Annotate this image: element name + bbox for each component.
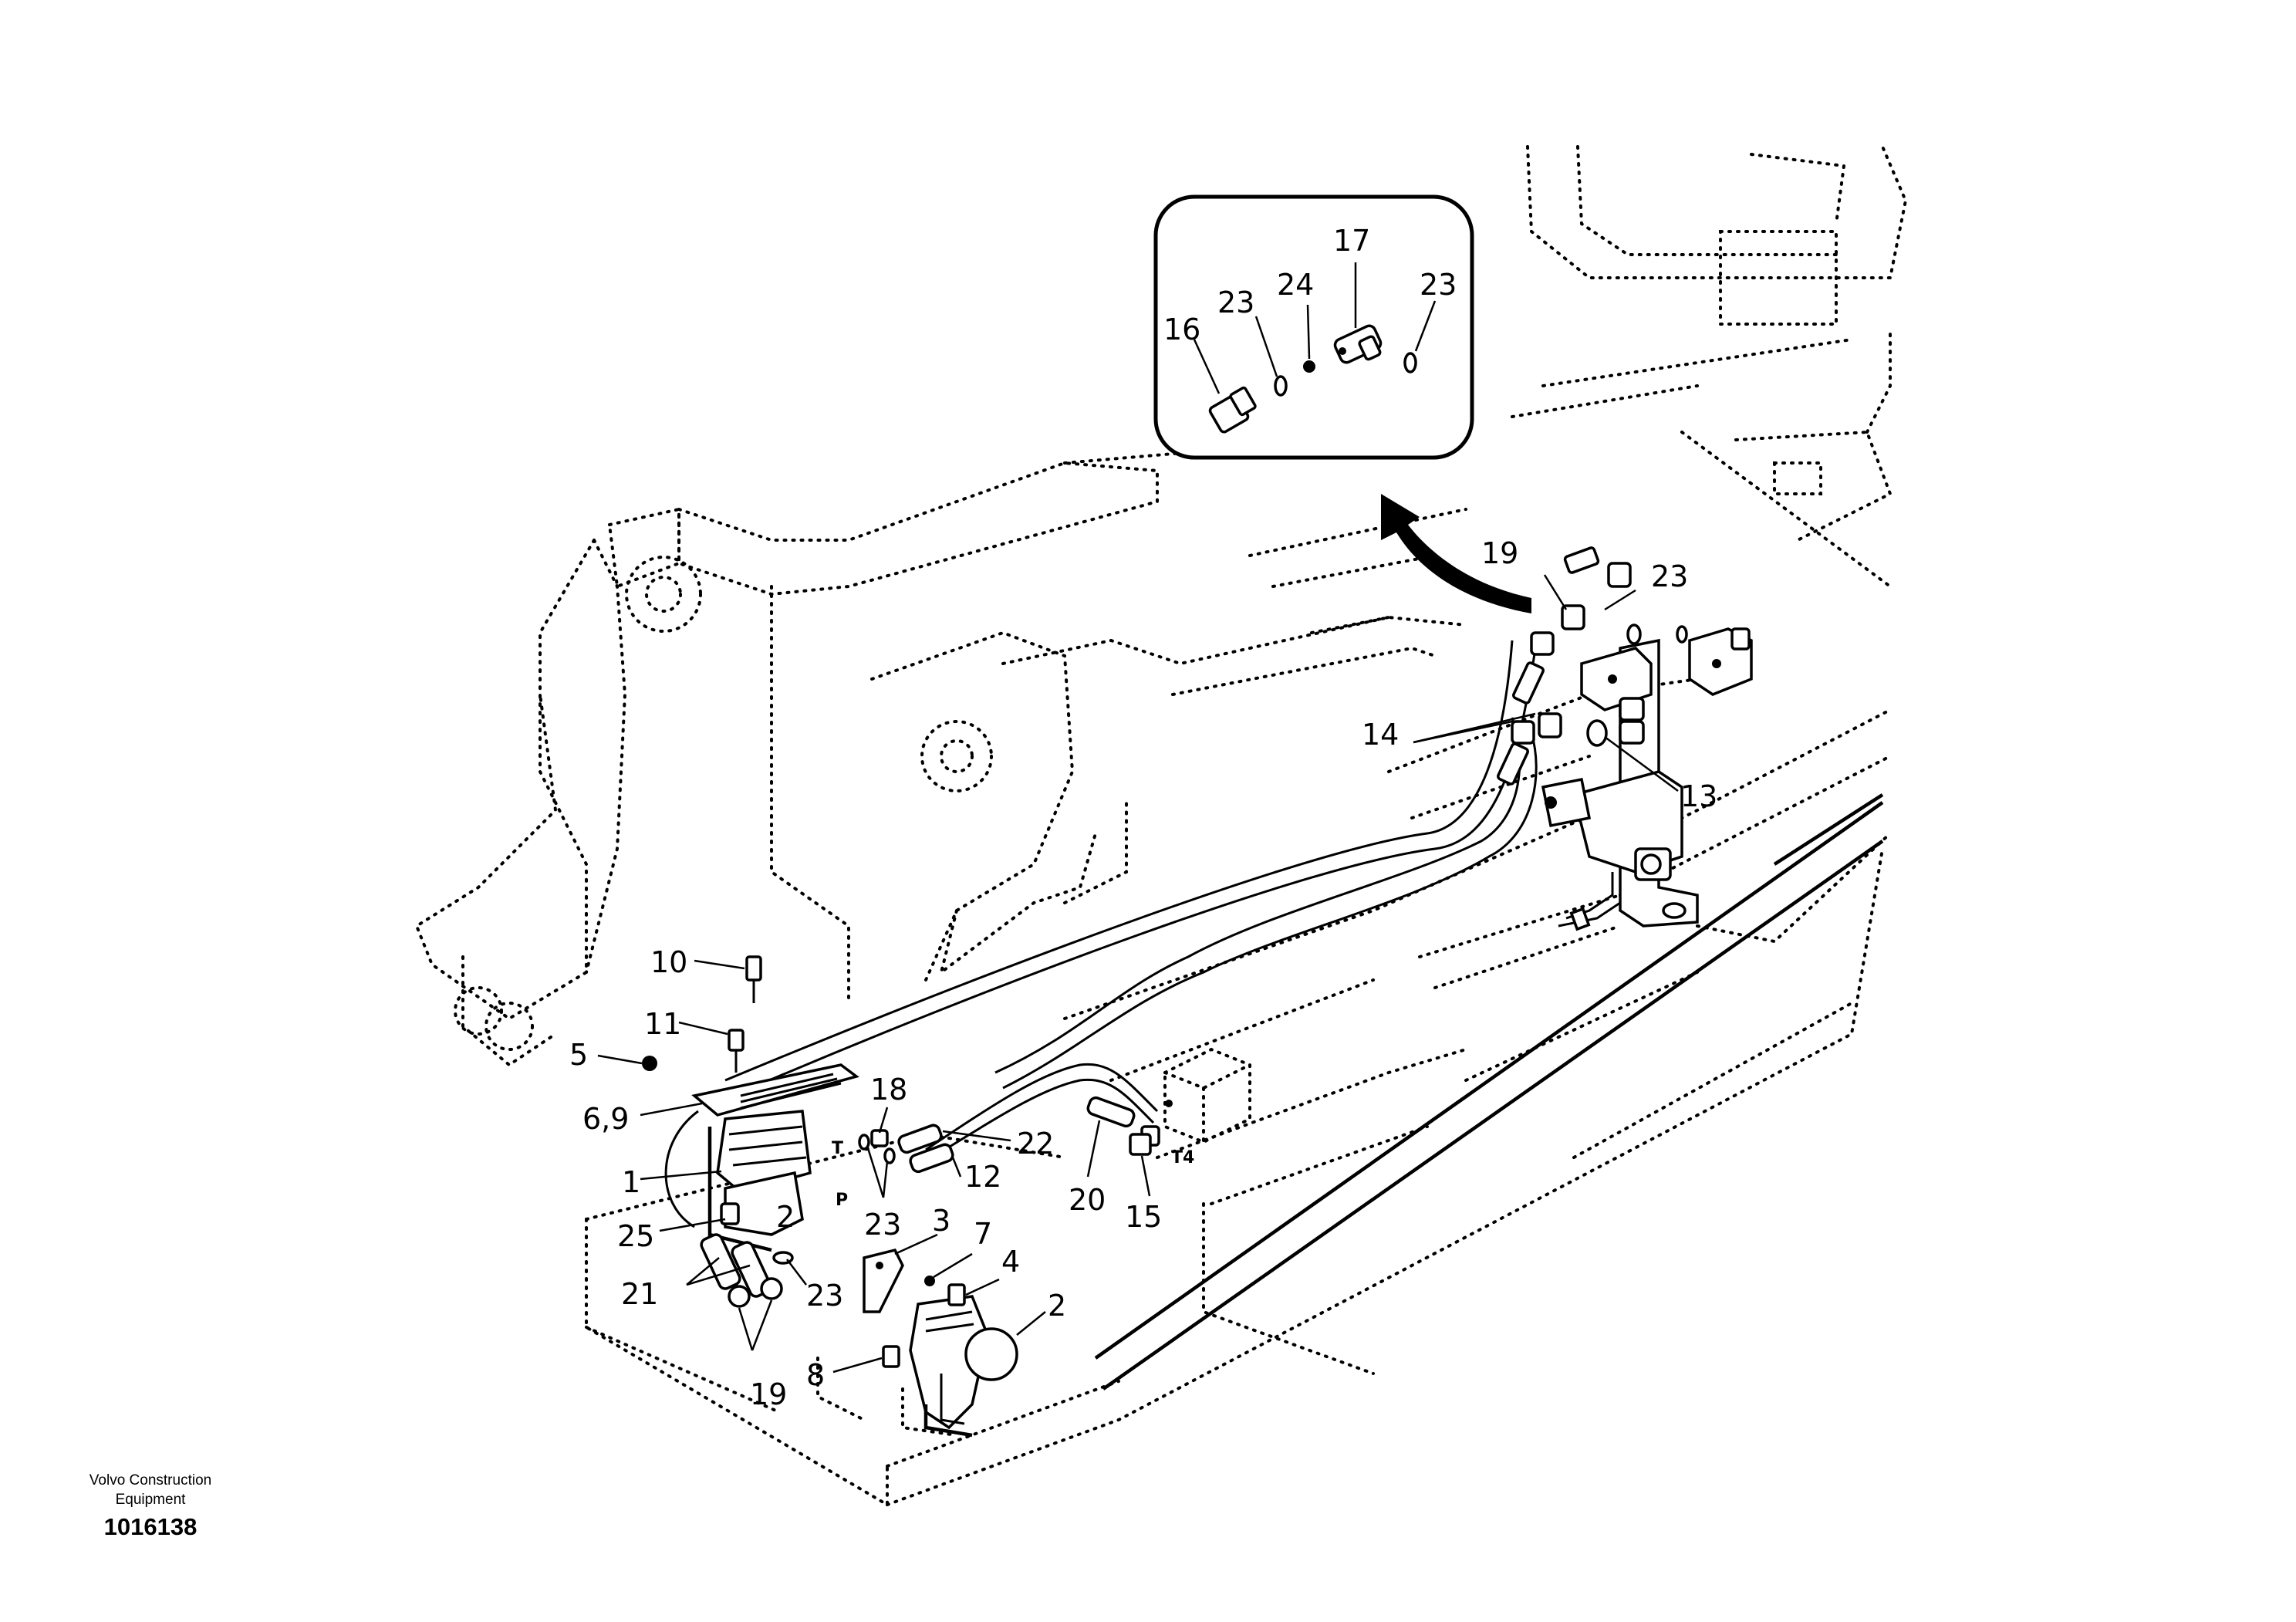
callout-3: 3 (932, 1204, 950, 1238)
callout-6-9: 6,9 (582, 1102, 629, 1136)
port-p-label: P (836, 1191, 848, 1210)
callout-21: 21 (621, 1277, 658, 1311)
drawing-number: 1016138 (103, 1513, 198, 1540)
detail-arrow (1381, 494, 1531, 613)
callout-23-tp: 23 (864, 1208, 901, 1242)
callout-24: 24 (1277, 268, 1314, 302)
fitting-17-part (1333, 324, 1383, 364)
callout-19-top: 19 (1481, 536, 1518, 570)
callout-13: 13 (1680, 779, 1717, 813)
callout-7: 7 (974, 1217, 992, 1251)
callout-10: 10 (650, 945, 687, 979)
valve-2-part (882, 1276, 1018, 1438)
callout-5: 5 (569, 1038, 588, 1072)
callout-2-pedal: 2 (776, 1200, 795, 1234)
brand-line-2: Equipment (115, 1492, 186, 1508)
hydraulic-hoses (724, 640, 1538, 1163)
valve-assembly (1497, 546, 1753, 931)
callout-leaders (597, 574, 1679, 1374)
callout-4: 4 (1001, 1245, 1020, 1279)
callout-2-valve: 2 (1048, 1289, 1066, 1323)
bracket-3-part (863, 1248, 904, 1313)
brand-caption: Volvo Construction Equipment (46, 1471, 255, 1509)
o-ring-23-part (1274, 375, 1288, 397)
callout-15: 15 (1125, 1200, 1162, 1234)
port-t4-label: T4 (1171, 1148, 1194, 1168)
callout-18: 18 (870, 1073, 907, 1107)
inset-detail (1153, 194, 1474, 460)
t4-block (1140, 1047, 1251, 1147)
callout-22: 22 (1017, 1127, 1054, 1161)
port-t-label: T (832, 1139, 843, 1158)
o-ring-23b-part (1403, 352, 1417, 373)
callout-1: 1 (622, 1165, 640, 1199)
callout-23-inset-right: 23 (1420, 268, 1457, 302)
callout-12: 12 (964, 1160, 1001, 1194)
deck-edge-lines (1094, 793, 1884, 1391)
callout-23-pedal: 23 (806, 1279, 843, 1313)
callout-14: 14 (1362, 718, 1399, 752)
callout-8: 8 (806, 1358, 825, 1392)
callout-23-valve: 23 (1651, 559, 1688, 593)
ball-24-part (1303, 360, 1315, 373)
callout-11: 11 (644, 1007, 681, 1041)
brand-line-1: Volvo Construction (89, 1472, 212, 1489)
callout-25: 25 (617, 1219, 654, 1253)
fitting-16-part (1208, 386, 1257, 434)
callout-17: 17 (1333, 224, 1370, 258)
callout-16: 16 (1163, 313, 1200, 346)
callout-19-bottom: 19 (750, 1377, 787, 1411)
callout-20: 20 (1069, 1183, 1106, 1217)
callout-labels: 1 2 2 3 4 5 6,9 7 8 10 11 12 13 14 15 16… (569, 224, 1717, 1411)
pedal-assembly (642, 955, 1152, 1308)
callout-23-inset-left: 23 (1217, 286, 1254, 319)
